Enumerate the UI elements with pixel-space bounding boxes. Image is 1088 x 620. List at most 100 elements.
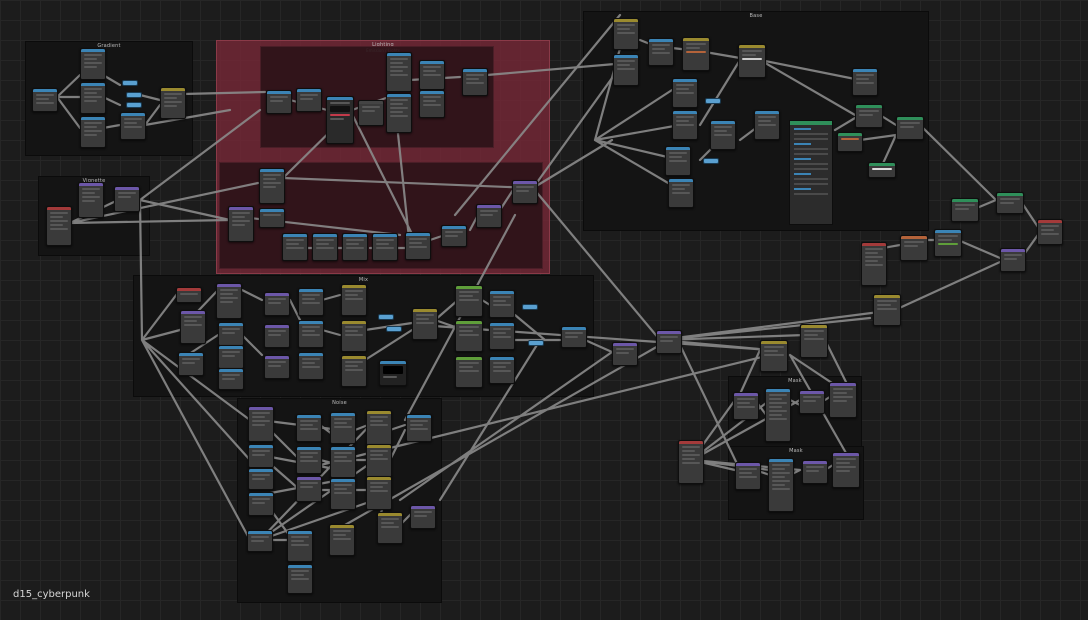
node-input[interactable] [372,233,398,261]
node-input[interactable] [247,530,273,552]
node-input[interactable] [386,52,412,92]
node-input[interactable] [441,225,467,247]
node-shader[interactable] [114,186,140,212]
node-shader[interactable] [829,382,857,418]
node-group-output[interactable] [1037,219,1063,245]
reroute-node[interactable] [378,314,394,320]
node-input[interactable] [489,356,515,384]
node-input[interactable] [218,368,244,390]
node-input[interactable] [330,412,356,444]
node-shader[interactable] [832,452,860,488]
node-input[interactable] [462,68,488,96]
node-converter[interactable] [900,235,928,261]
node-input[interactable] [613,54,639,86]
node-input[interactable] [672,78,698,108]
node-shader[interactable] [78,182,104,218]
reroute-node[interactable] [522,304,538,310]
node-output[interactable] [896,116,924,140]
node-shader[interactable] [296,476,322,502]
node-shader[interactable] [612,342,638,366]
node-input[interactable] [419,60,445,90]
node-input[interactable] [406,414,432,442]
node-texture[interactable] [873,294,901,326]
node-input[interactable] [298,352,324,380]
node-math[interactable] [358,100,384,126]
node-input[interactable] [266,90,292,114]
node-vector[interactable] [455,285,483,317]
node-texture[interactable] [341,284,367,316]
node-texture[interactable] [329,524,355,556]
node-shader[interactable] [264,324,290,348]
reroute-node[interactable] [386,326,402,332]
node-color-ramp[interactable] [379,360,407,386]
node-input[interactable] [330,478,356,510]
reroute-node[interactable] [703,158,719,164]
node-input[interactable] [710,120,736,150]
node-shader[interactable] [1000,248,1026,272]
node-shader[interactable] [733,392,759,420]
node-input[interactable] [248,444,274,468]
node-texture[interactable] [341,320,367,352]
node-principled-bsdf[interactable] [789,120,833,225]
node-group[interactable] [176,287,202,303]
node-vector[interactable] [455,320,483,352]
reroute-node[interactable] [528,340,544,346]
node-output[interactable] [868,162,896,178]
node-input[interactable] [298,320,324,348]
node-input[interactable] [296,414,322,442]
node-input[interactable] [80,82,106,114]
node-texture[interactable] [760,340,788,372]
node-shader[interactable] [264,355,290,379]
node-input[interactable] [754,110,780,140]
node-shader[interactable] [656,330,682,354]
node-input[interactable] [282,233,308,261]
node-input[interactable] [665,146,691,176]
node-texture[interactable] [341,355,367,387]
node-input[interactable] [489,322,515,350]
node-shader[interactable] [799,390,825,414]
node-input[interactable] [489,290,515,318]
node-output[interactable] [855,104,883,128]
node-input[interactable] [768,458,794,512]
node-input[interactable] [934,229,962,257]
node-output[interactable] [996,192,1024,214]
node-texture[interactable] [366,410,392,446]
node-input[interactable] [32,88,58,112]
node-shader[interactable] [216,283,242,319]
node-input[interactable] [330,446,356,478]
node-color-ramp[interactable] [326,96,354,144]
reroute-node[interactable] [126,92,142,98]
node-texture[interactable] [412,308,438,340]
node-shader[interactable] [264,292,290,316]
node-input[interactable] [296,88,322,112]
node-vector[interactable] [455,356,483,388]
node-input[interactable] [648,38,674,66]
node-group[interactable] [678,440,704,484]
node-shader[interactable] [512,180,538,204]
node-input[interactable] [80,116,106,148]
node-input[interactable] [405,232,431,260]
node-input[interactable] [259,168,285,204]
node-shader[interactable] [180,310,206,344]
node-texture[interactable] [377,512,403,544]
node-input[interactable] [672,110,698,140]
node-shader[interactable] [735,462,761,490]
node-group[interactable] [46,206,72,246]
node-texture[interactable] [366,476,392,510]
node-group[interactable] [861,242,887,286]
node-input[interactable] [80,48,106,80]
node-shader[interactable] [410,505,436,529]
node-texture[interactable] [800,324,828,358]
node-input[interactable] [248,468,274,490]
reroute-node[interactable] [122,80,138,86]
node-input[interactable] [668,178,694,208]
node-input[interactable] [852,68,878,96]
reroute-node[interactable] [126,102,142,108]
node-input[interactable] [312,233,338,261]
node-shader[interactable] [248,406,274,442]
node-output[interactable] [951,198,979,222]
node-input[interactable] [287,530,313,562]
node-texture[interactable] [366,444,392,478]
node-shader[interactable] [228,206,254,242]
